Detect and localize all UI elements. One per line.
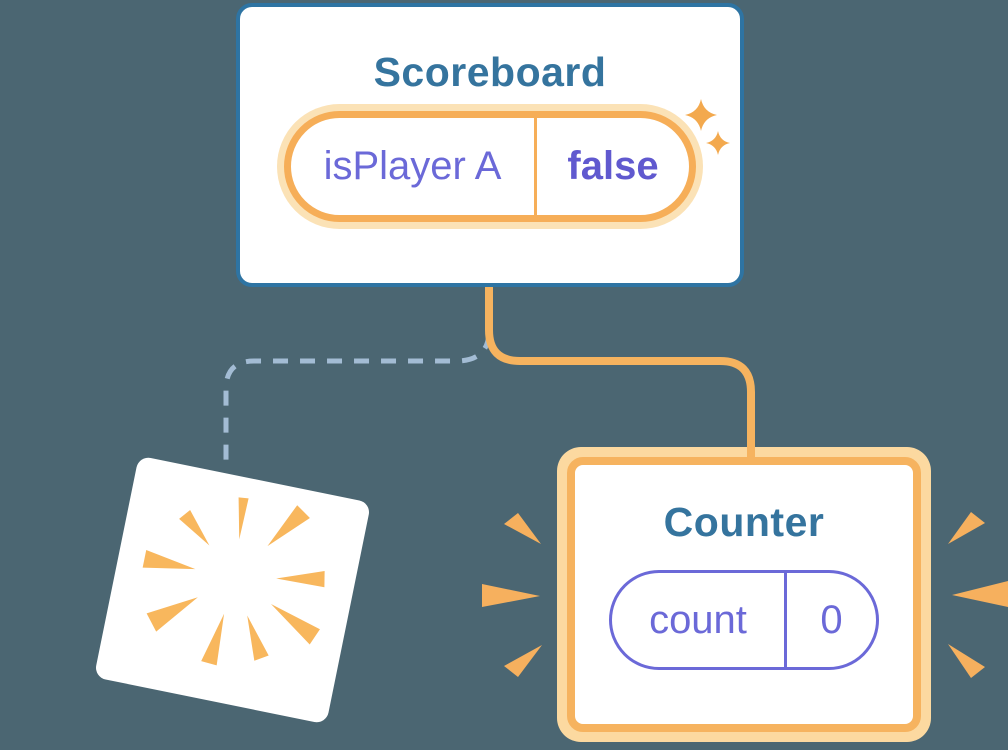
destroyed-component-card [93,455,372,725]
counter-title: Counter [663,499,825,545]
scoreboard-title: Scoreboard [373,49,607,95]
counter-component-card: Counter count 0 [557,447,931,742]
poof-burst-icon [142,497,325,666]
scoreboard-component-card: Scoreboard isPlayer A false [236,3,744,287]
counter-state-value: 0 [820,597,843,642]
counter-state-name: count [612,573,787,667]
scoreboard-state-name: isPlayer A [291,118,537,215]
scoreboard-state-pill: isPlayer A false [284,111,696,222]
counter-card-inner: Counter count 0 [567,457,921,732]
sparkles-icon [685,99,730,155]
counter-state-pill: count 0 [609,570,879,670]
scoreboard-state-value: false [567,144,659,188]
